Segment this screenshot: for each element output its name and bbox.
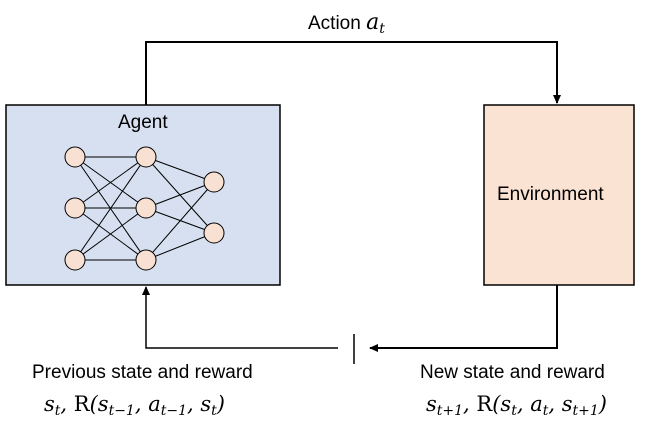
nn-nodes [64, 146, 225, 271]
new-state-formula: st+1, R(st, at, st+1) [426, 392, 607, 419]
previous-state-label: Previous state and reward [32, 362, 253, 383]
state-reward-arrow-left [142, 286, 338, 349]
nn-node-hidden [135, 249, 157, 271]
state-reward-arrow-right [369, 285, 558, 352]
environment-box [483, 104, 635, 286]
nn-node-input [64, 249, 86, 271]
nn-node-output [203, 171, 225, 193]
nn-node-input [64, 197, 86, 219]
nn-node-hidden [135, 146, 157, 168]
previous-state-formula: st, R(st−1, at−1, st) [44, 392, 225, 419]
nn-node-input [64, 146, 86, 168]
nn-node-hidden [135, 197, 157, 219]
environment-label: Environment [497, 184, 604, 205]
agent-label: Agent [118, 112, 168, 133]
nn-node-output [203, 222, 225, 244]
action-arrow [145, 41, 561, 105]
nn-connections [74, 156, 215, 261]
new-state-label: New state and reward [420, 362, 605, 383]
action-label: Action at [308, 10, 385, 37]
